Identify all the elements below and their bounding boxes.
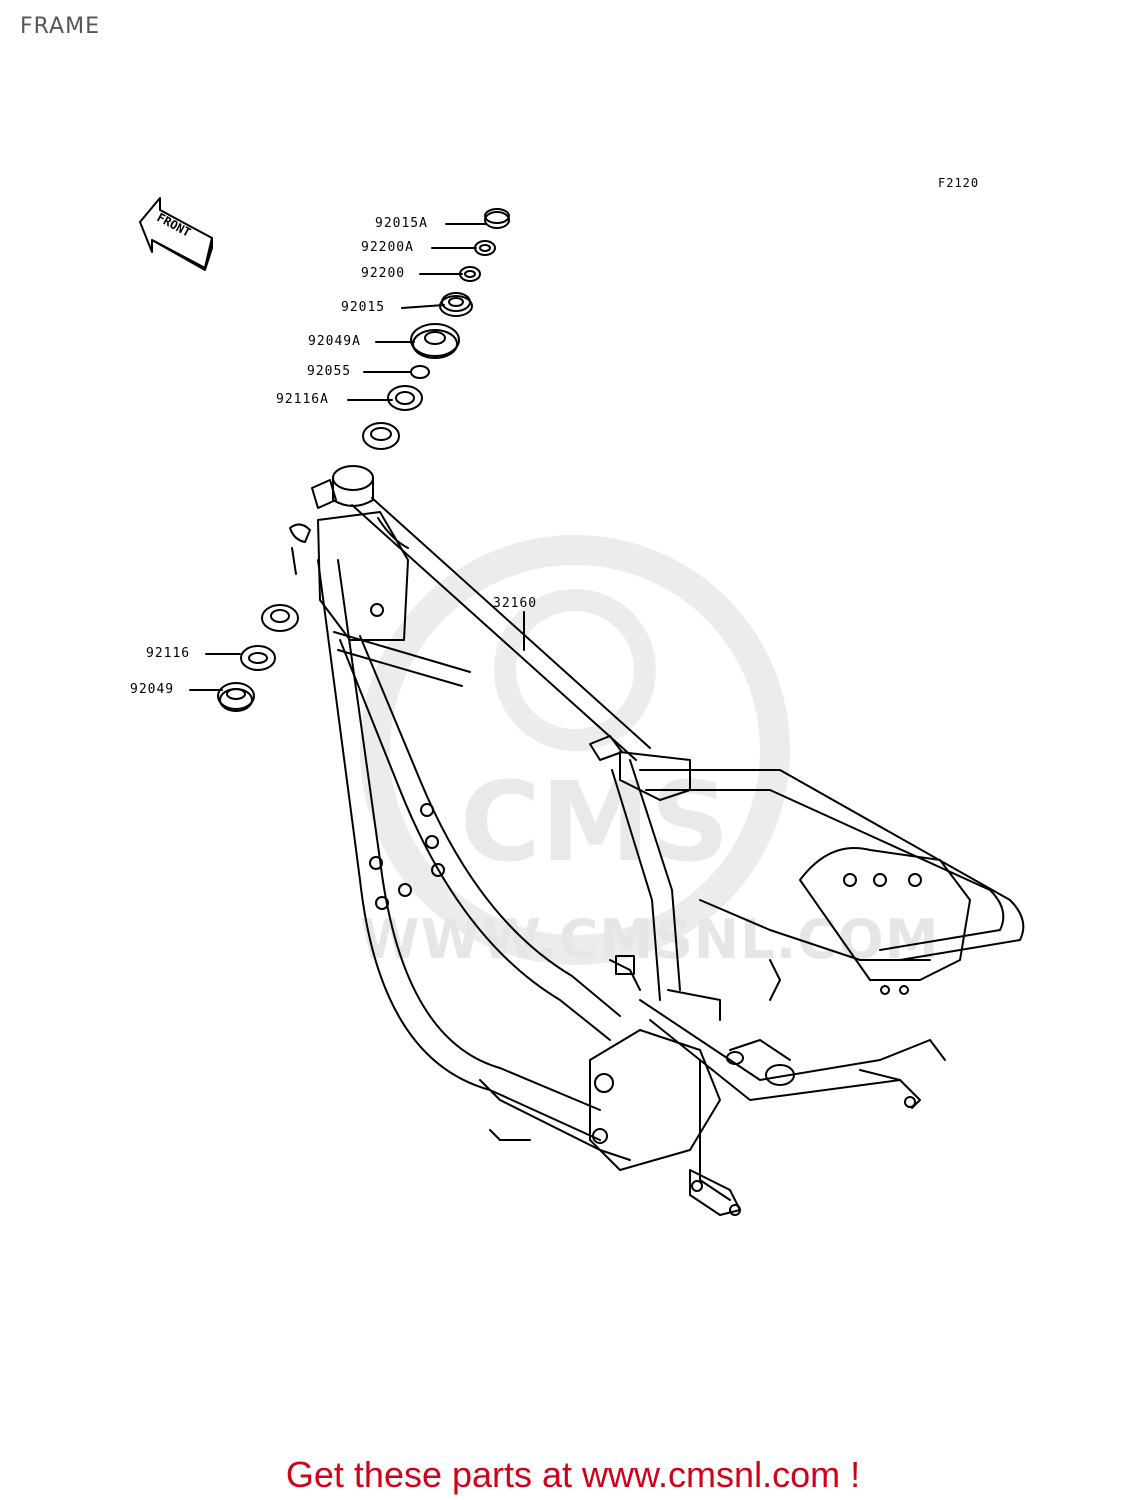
leader-92015 <box>401 304 445 309</box>
part-label-92116A[interactable]: 92116A <box>276 392 329 407</box>
part-label-92015[interactable]: 92015 <box>341 300 386 315</box>
front-arrow-icon: FRONT <box>139 197 213 271</box>
oring-92055-part <box>410 365 430 379</box>
watermark-logo-text: CMS <box>460 758 729 886</box>
frame-32160-part <box>289 465 1025 1216</box>
cap-92049A-part <box>410 323 460 359</box>
nut-92015A-part <box>484 208 510 229</box>
washer-92200A-part <box>474 240 496 256</box>
nut-92015-part <box>439 292 473 317</box>
bearing-92116-part <box>240 645 276 671</box>
part-label-92200[interactable]: 92200 <box>361 266 406 281</box>
part-label-92049[interactable]: 92049 <box>130 682 175 697</box>
footer-parts-link[interactable]: Get these parts at www.cmsnl.com ! <box>285 1454 861 1495</box>
part-label-92015A[interactable]: 92015A <box>375 216 428 231</box>
bearing-92116A-part <box>387 385 423 411</box>
part-label-92049A[interactable]: 92049A <box>308 334 361 349</box>
race-lower-part <box>261 604 299 632</box>
race-upper-part <box>362 422 400 450</box>
washer-92200-part <box>459 266 481 282</box>
cms-watermark-logo: CMS <box>360 535 790 965</box>
part-label-32160[interactable]: 32160 <box>493 596 538 611</box>
seal-92049-part <box>217 682 255 712</box>
part-label-92200A[interactable]: 92200A <box>361 240 414 255</box>
part-label-92116[interactable]: 92116 <box>146 646 191 661</box>
part-label-92055[interactable]: 92055 <box>307 364 352 379</box>
diagram-code: F2120 <box>938 176 980 190</box>
page-title: FRAME <box>20 14 100 39</box>
